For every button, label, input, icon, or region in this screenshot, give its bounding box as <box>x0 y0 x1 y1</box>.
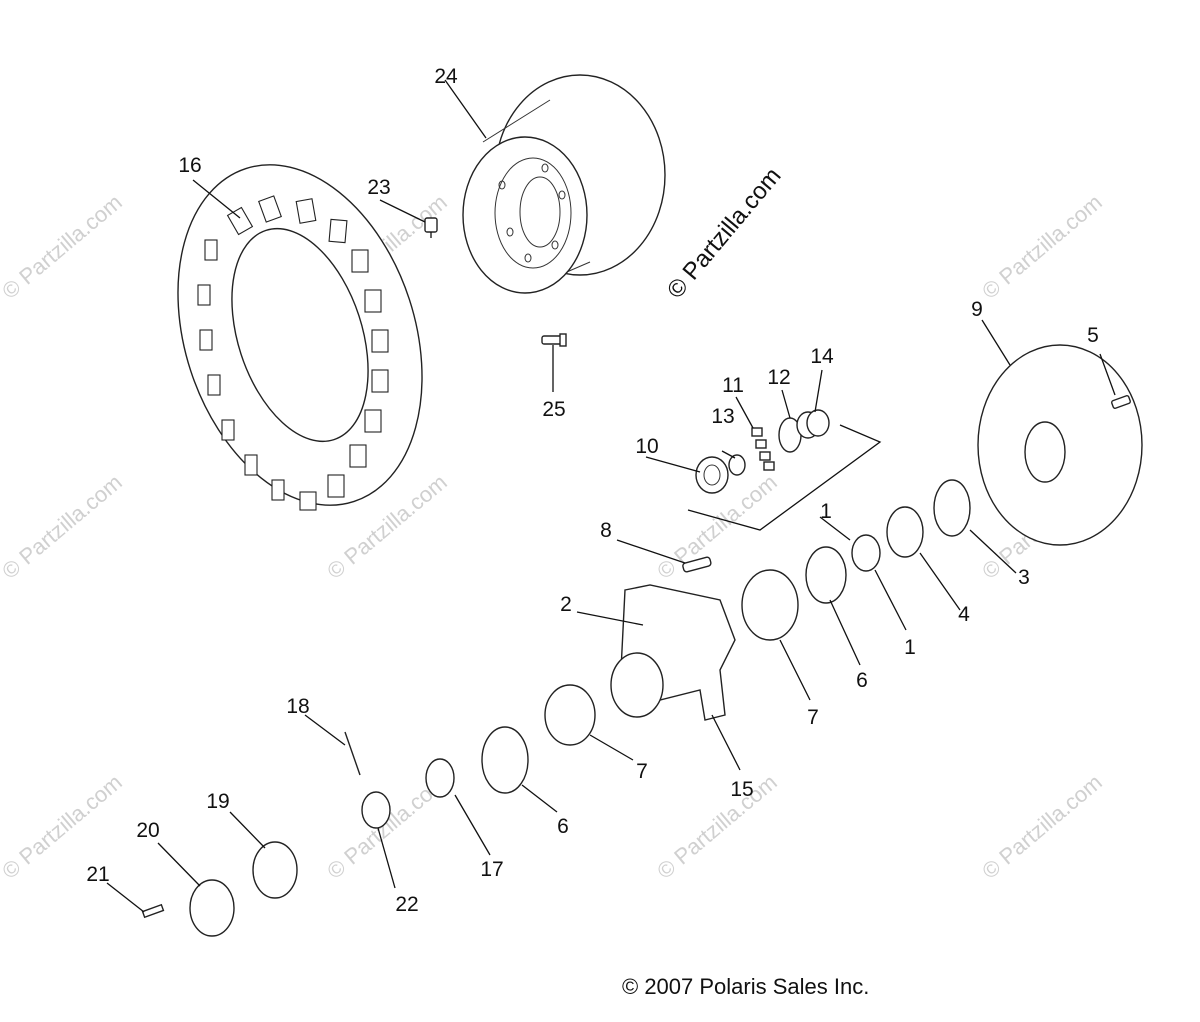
callout-25: 25 <box>542 398 565 421</box>
hub-cap-part-20 <box>189 879 235 937</box>
callout-2: 2 <box>560 593 572 616</box>
washer-part-17 <box>425 758 455 798</box>
watermark-layer: © Partzilla.com © Partzilla.com © Partzi… <box>0 189 1107 883</box>
callout-6-lower: 6 <box>557 815 569 838</box>
callout-9: 9 <box>971 298 983 321</box>
callout-13: 13 <box>711 405 734 428</box>
callout-11: 11 <box>722 374 744 397</box>
callout-22: 22 <box>395 893 418 916</box>
callout-4: 4 <box>958 603 970 626</box>
bearing-part-6-lower <box>481 726 529 794</box>
hub-part-1 <box>851 534 881 572</box>
seal-part-3 <box>933 479 971 537</box>
callout-16: 16 <box>178 154 201 177</box>
watermark-main: © Partzilla.com <box>662 163 787 304</box>
gasket-part-4 <box>886 506 924 558</box>
washer-part-13 <box>728 454 746 476</box>
callout-23: 23 <box>367 176 390 199</box>
watermark-text: © Partzilla.com <box>0 189 127 303</box>
callout-20: 20 <box>136 819 159 842</box>
callout-1-lower: 1 <box>904 636 916 659</box>
race-part-7-upper <box>741 569 799 641</box>
knuckle-part-2 <box>610 584 736 721</box>
callout-21: 21 <box>86 863 109 886</box>
cotter-pin-part-18 <box>344 731 361 776</box>
castle-nut-part-22 <box>361 791 391 829</box>
watermark-text: © Partzilla.com <box>652 769 782 883</box>
watermark-text: © Partzilla.com <box>0 469 127 583</box>
race-part-7-lower <box>544 684 596 746</box>
valve-stem-part-23 <box>424 217 438 238</box>
tire-part-16 <box>177 164 423 511</box>
bearing-part-6-upper <box>805 546 847 604</box>
o-ring-part-19 <box>252 841 298 899</box>
watermark-text: © Partzilla.com <box>977 769 1107 883</box>
leader-lines <box>106 79 1116 913</box>
callout-19: 19 <box>206 790 229 813</box>
callout-24: 24 <box>434 65 458 88</box>
watermark-text: © Partzilla.com <box>977 189 1107 303</box>
callout-15: 15 <box>730 778 753 801</box>
stud-set-part-11 <box>751 427 775 471</box>
copyright-notice: © 2007 Polaris Sales Inc. <box>622 974 870 999</box>
callout-14: 14 <box>810 345 834 368</box>
callout-1-upper: 1 <box>820 500 832 523</box>
assembly-bracket <box>687 424 882 531</box>
callout-6-upper: 6 <box>856 669 868 692</box>
screw-part-21 <box>141 903 165 919</box>
bolt-part-5 <box>1111 395 1131 409</box>
callout-7-lower: 7 <box>636 760 648 783</box>
brake-disc-part-9 <box>977 344 1143 546</box>
callout-7-upper: 7 <box>807 706 819 729</box>
callout-12: 12 <box>767 366 790 389</box>
callout-3: 3 <box>1018 566 1030 589</box>
wheel-rim-part-24 <box>462 74 666 294</box>
hub-nut-part-10 <box>695 456 729 494</box>
callout-17: 17 <box>480 858 503 881</box>
callout-5: 5 <box>1087 324 1099 347</box>
cap-part-14 <box>796 409 830 439</box>
callout-18: 18 <box>286 695 309 718</box>
callout-8: 8 <box>600 519 612 542</box>
bolt-part-25 <box>541 333 567 347</box>
pin-part-8 <box>682 556 712 573</box>
callout-10: 10 <box>635 435 658 458</box>
callout-labels: 24 16 23 25 10 13 11 12 14 9 5 3 4 1 1 6… <box>86 65 1099 916</box>
